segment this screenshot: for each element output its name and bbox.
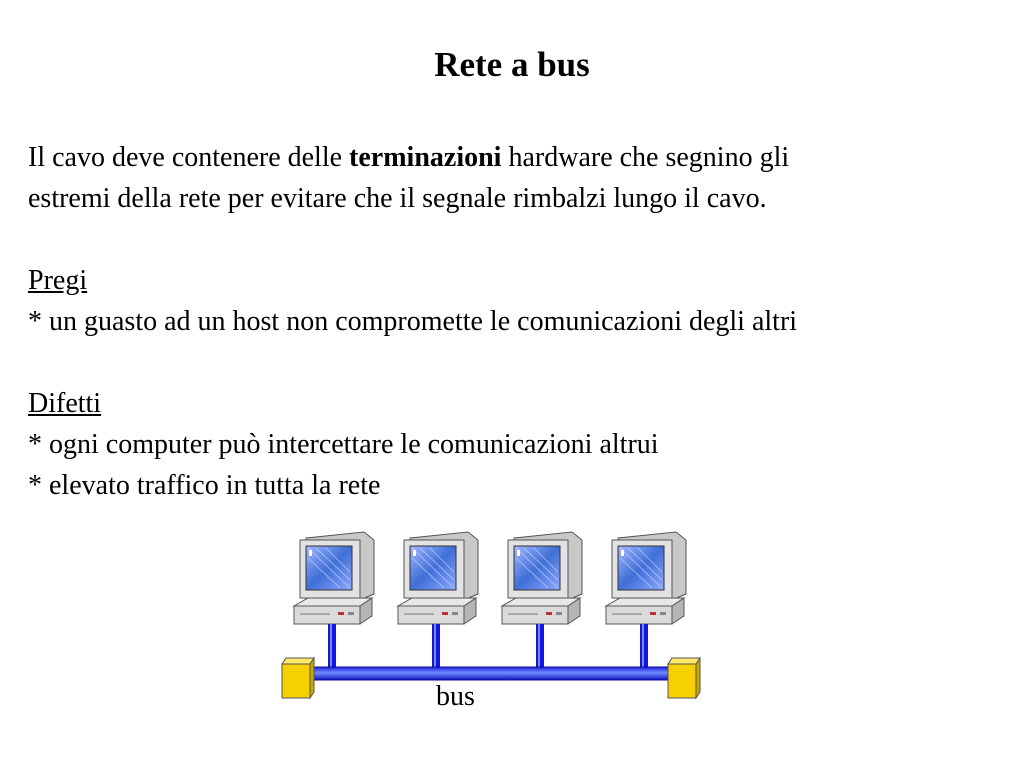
slide-title: Rete a bus bbox=[434, 45, 590, 84]
computer-icon bbox=[293, 531, 375, 625]
computer-icon bbox=[501, 531, 583, 625]
left-terminator bbox=[281, 656, 315, 700]
intro-line-2: estremi della rete per evitare che il se… bbox=[28, 183, 767, 214]
bus-cable bbox=[307, 666, 673, 681]
intro-text-end: hardware che segnino gli bbox=[501, 142, 790, 173]
bus-network-diagram bbox=[281, 531, 701, 700]
drop-cable bbox=[328, 624, 336, 670]
intro-paragraph: Il cavo deve contenere delle terminazion… bbox=[28, 137, 1008, 219]
pregi-section: Pregi * un guasto ad un host non comprom… bbox=[28, 260, 1008, 342]
difetti-heading: Difetti bbox=[28, 388, 102, 419]
computer-icon bbox=[397, 531, 479, 625]
difetti-section: Difetti * ogni computer può intercettare… bbox=[28, 383, 1008, 506]
intro-text-start: Il cavo deve contenere delle bbox=[28, 142, 350, 173]
drop-cable bbox=[432, 624, 440, 670]
pregi-item: * un guasto ad un host non compromette l… bbox=[28, 306, 798, 337]
terminazioni-keyword: terminazioni bbox=[349, 142, 502, 173]
pregi-heading: Pregi bbox=[28, 265, 88, 296]
right-terminator bbox=[667, 656, 701, 700]
computer-icon bbox=[605, 531, 687, 625]
intro-line-1: Il cavo deve contenere delle terminazion… bbox=[28, 137, 1008, 178]
drop-cable bbox=[536, 624, 544, 670]
difetti-item: * elevato traffico in tutta la rete bbox=[28, 470, 381, 501]
bus-label: bus bbox=[436, 681, 475, 712]
difetti-item: * ogni computer può intercettare le comu… bbox=[28, 429, 659, 460]
drop-cable bbox=[640, 624, 648, 670]
